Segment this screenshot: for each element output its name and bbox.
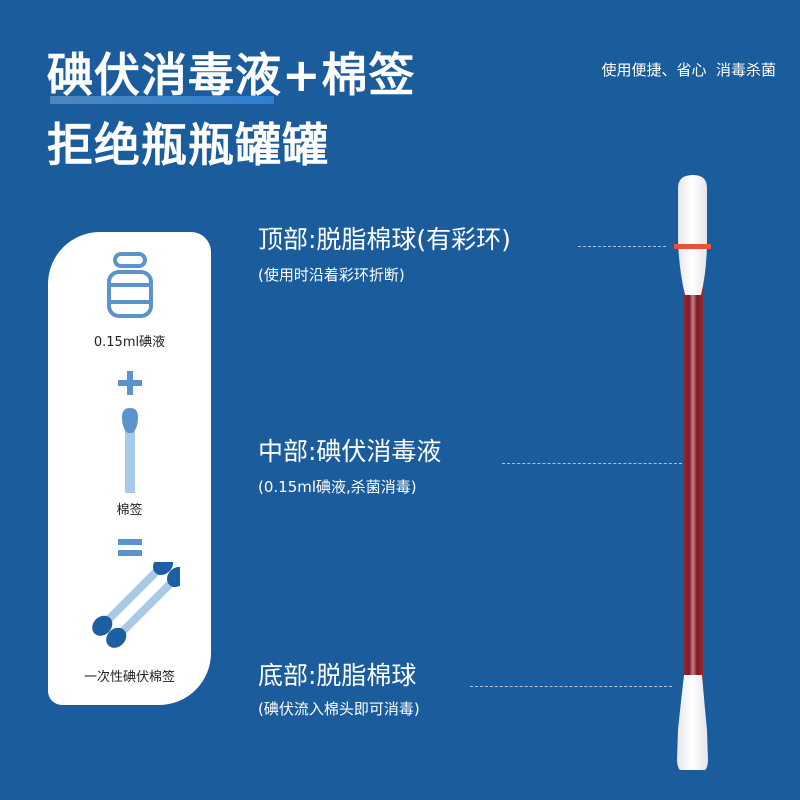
- annotation-top-title: 顶部:脱脂棉球(有彩环): [258, 225, 511, 254]
- iodine-swab-label: 一次性碘伏棉签: [83, 670, 175, 685]
- swab-label: 棉签: [116, 503, 143, 518]
- annotation-middle-title: 中部:碘伏消毒液: [258, 437, 442, 466]
- annotation-bottom-leader-line: [470, 686, 672, 687]
- cotton-swab-icon: [48, 407, 211, 495]
- equals-icon: [48, 538, 211, 558]
- annotation-top-subtitle: (使用时沿着彩环折断): [258, 266, 405, 284]
- tagline: 使用便捷、省心 消毒杀菌: [601, 61, 776, 79]
- iodine-swab-photo: [665, 170, 715, 775]
- composition-panel: 0.15ml碘液 棉签: [48, 232, 211, 705]
- title-highlight-bar: [50, 96, 274, 104]
- plus-icon: [48, 370, 211, 396]
- page-title-line2: 拒绝瓶瓶罐罐: [47, 118, 329, 172]
- annotation-middle-subtitle: (0.15ml碘液,杀菌消毒): [258, 478, 417, 496]
- annotation-top-leader-line: [578, 246, 666, 247]
- bottle-label: 0.15ml碘液: [93, 335, 166, 350]
- annotation-bottom-subtitle: (碘伏流入棉头即可消毒): [258, 700, 420, 718]
- page-title-line1: 碘伏消毒液+棉签: [47, 48, 416, 102]
- iodine-swabs-icon: [48, 562, 211, 652]
- annotation-bottom-title: 底部:脱脂棉球: [258, 661, 417, 690]
- annotation-middle-leader-line: [502, 463, 682, 464]
- bottle-icon: [48, 252, 211, 320]
